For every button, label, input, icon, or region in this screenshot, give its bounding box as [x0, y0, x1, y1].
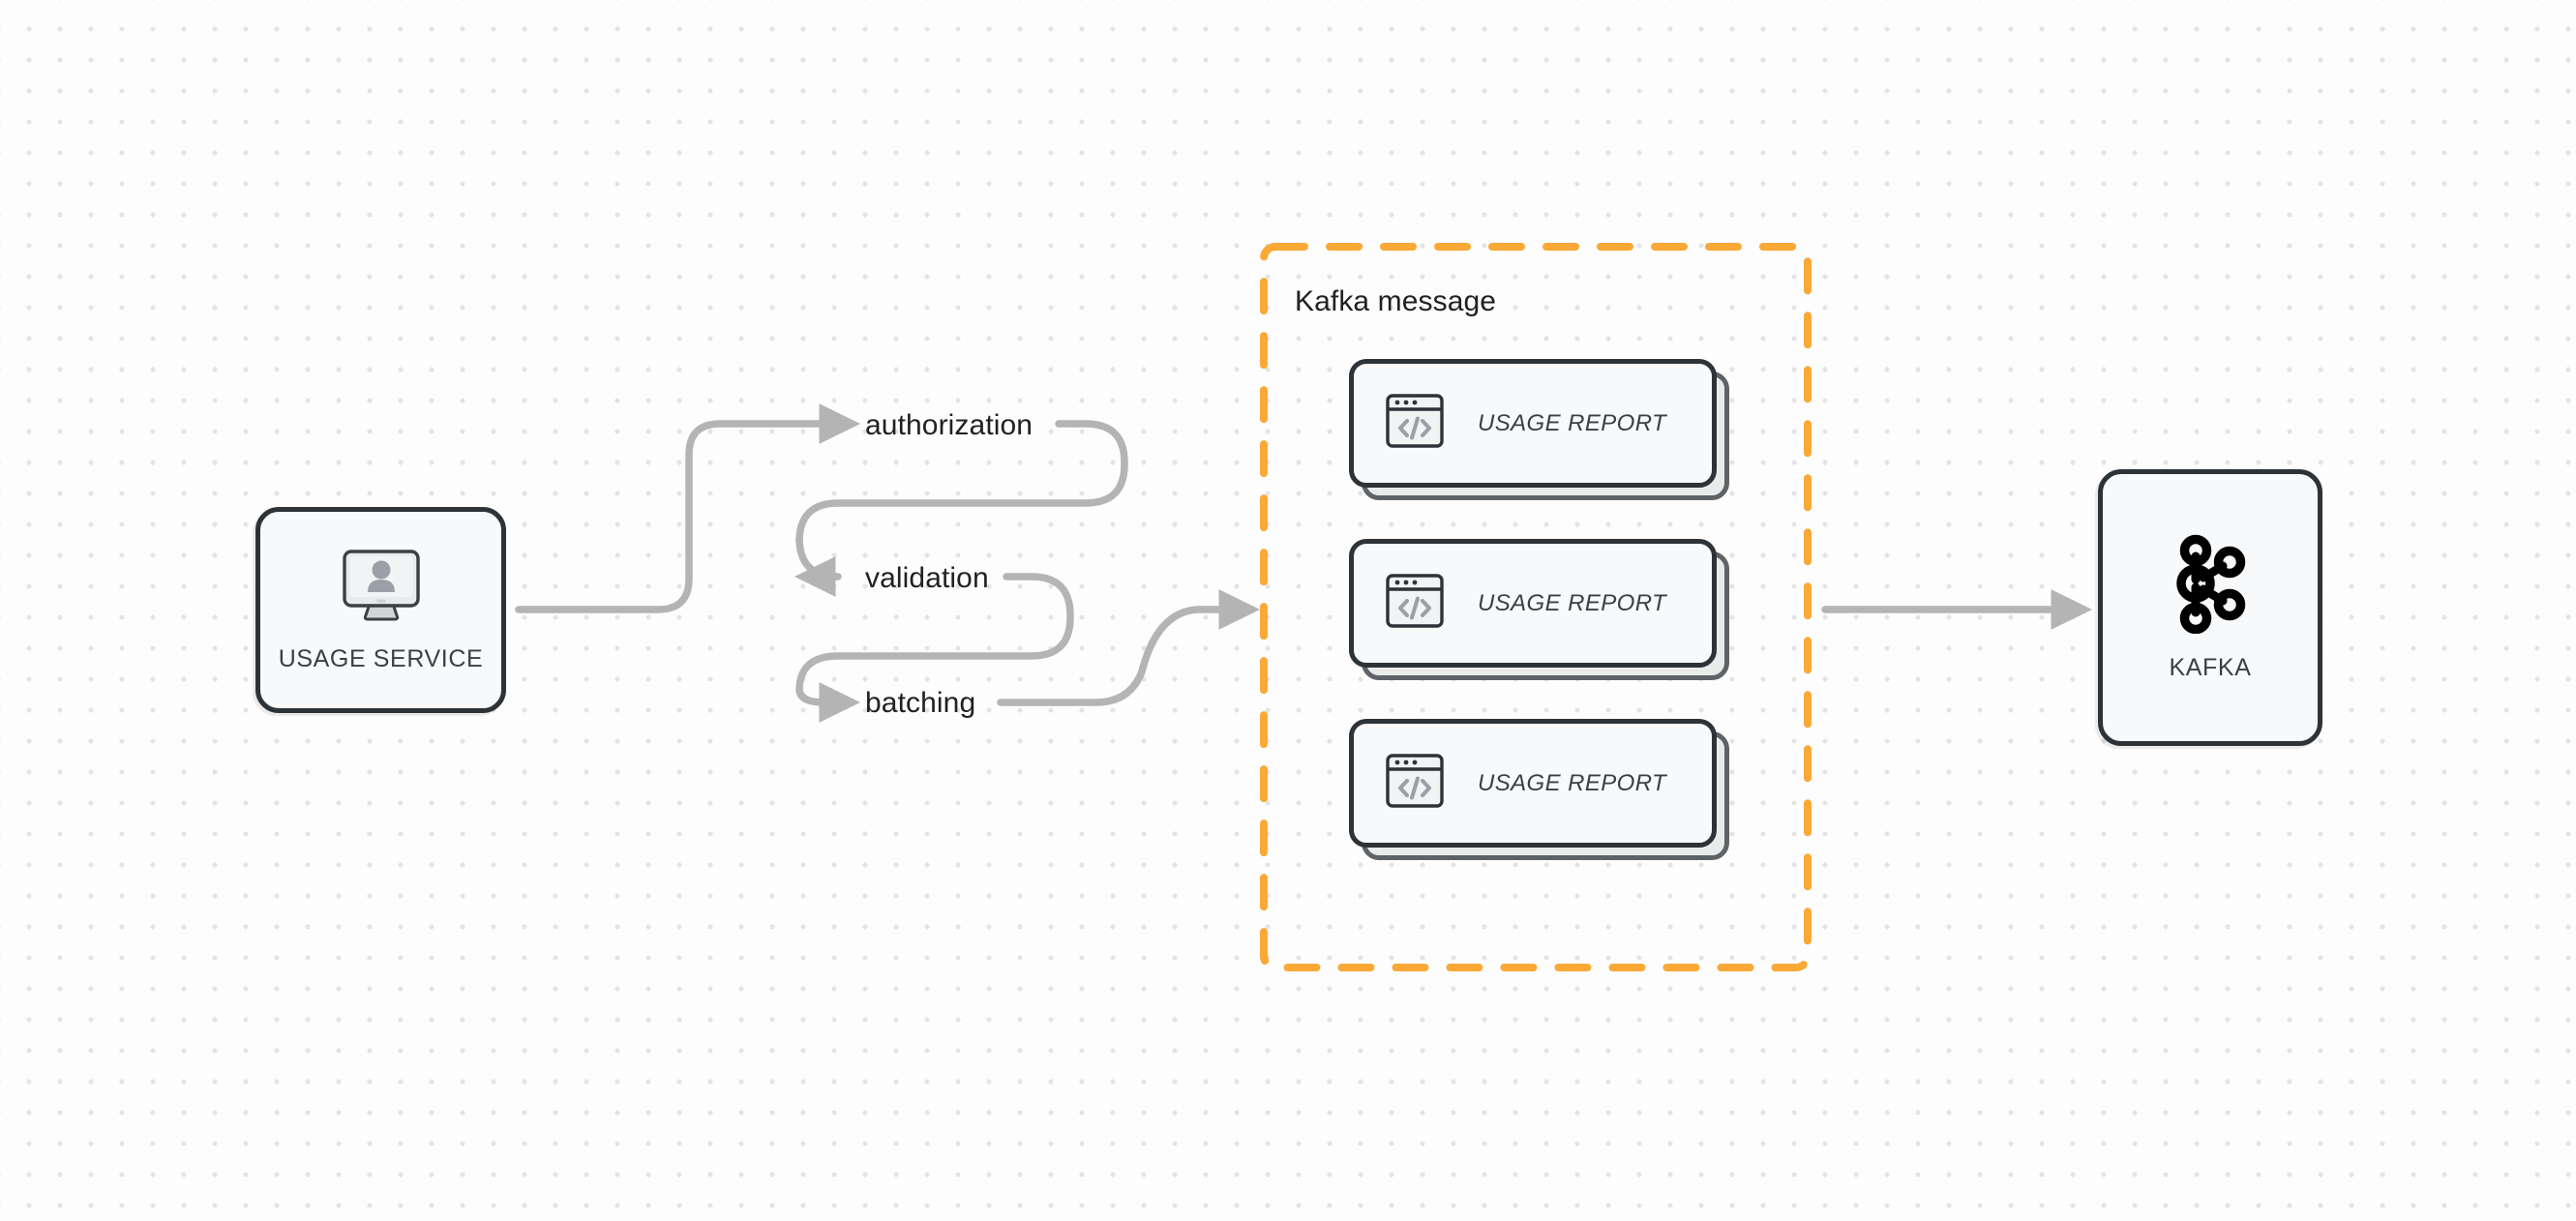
edge-batching-to-kafka-message — [997, 589, 1261, 706]
card-usage-report[interactable]: USAGE REPORT — [1349, 719, 1729, 860]
code-window-icon — [1385, 751, 1445, 816]
monitor-user-icon — [339, 548, 424, 630]
code-window-icon — [1385, 391, 1445, 456]
group-dashed-border — [1260, 243, 1812, 971]
card-usage-report-label: USAGE REPORT — [1478, 769, 1667, 796]
node-usage-service-label: USAGE SERVICE — [278, 644, 484, 672]
edge-usage-service-to-authorization — [515, 403, 861, 613]
card-front-layer[interactable]: USAGE REPORT — [1349, 539, 1717, 668]
card-usage-report-label: USAGE REPORT — [1478, 409, 1667, 436]
pipeline-step-batching[interactable]: batching — [865, 687, 976, 719]
card-usage-report[interactable]: USAGE REPORT — [1349, 539, 1729, 680]
node-kafka-label: KAFKA — [2169, 654, 2252, 681]
card-front-layer[interactable]: USAGE REPORT — [1349, 359, 1717, 488]
edge-validation-to-batching — [795, 573, 1074, 723]
group-kafka-message[interactable]: Kafka message — [1260, 243, 1812, 971]
kafka-logo-icon — [2169, 533, 2252, 639]
group-kafka-message-title: Kafka message — [1295, 285, 1497, 317]
node-usage-service[interactable]: USAGE SERVICE — [255, 507, 506, 713]
edge-authorization-to-validation — [794, 420, 1128, 597]
pipeline-step-authorization[interactable]: authorization — [865, 409, 1033, 441]
pipeline-step-validation[interactable]: validation — [865, 562, 989, 594]
card-usage-report[interactable]: USAGE REPORT — [1349, 359, 1729, 500]
card-front-layer[interactable]: USAGE REPORT — [1349, 719, 1717, 848]
card-usage-report-label: USAGE REPORT — [1478, 589, 1667, 616]
node-kafka[interactable]: KAFKA — [2098, 469, 2322, 746]
code-window-icon — [1385, 571, 1445, 636]
